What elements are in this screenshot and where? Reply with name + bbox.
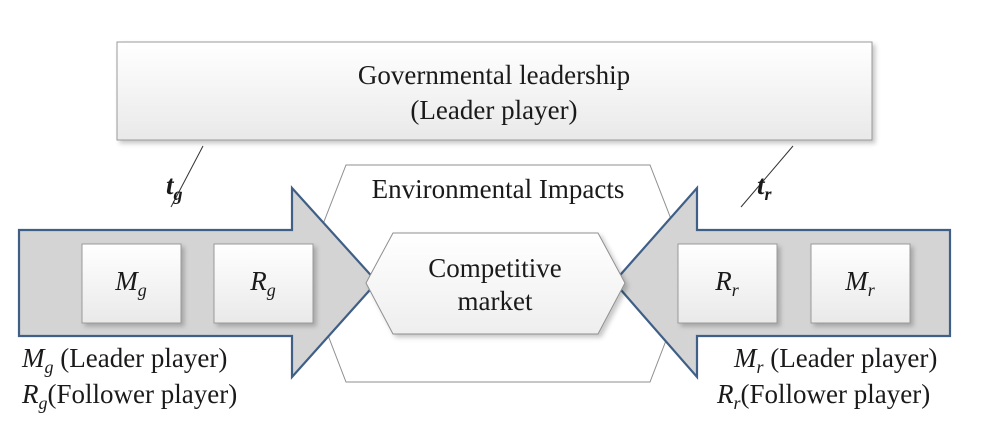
leader-box-line2: (Leader player) (410, 95, 577, 125)
retailer-g-box: Rg (213, 243, 314, 324)
competitive-label: Competitive (428, 253, 562, 283)
competitive-market-hexagon: Competitive market (365, 232, 626, 335)
tax-g-label: tg (166, 170, 183, 204)
right-caption-follower: Rr(Follower player) (716, 379, 930, 413)
tax-r-connector-line (740, 145, 794, 208)
right-player-arrow (612, 185, 952, 380)
retailer-r-box: Rr (677, 243, 778, 324)
left-caption-follower: Rg(Follower player) (21, 379, 237, 413)
retailer-g-label: Rg (249, 266, 276, 300)
tax-g-connector-line (170, 145, 204, 208)
leader-box-line1: Governmental leadership (358, 60, 630, 90)
tax-r-label: tr (757, 170, 773, 204)
right-caption-leader: Mr (Leader player) (733, 343, 937, 377)
market-label: market (458, 286, 533, 316)
left-player-arrow (17, 185, 379, 380)
manufacturer-r-box: Mr (810, 243, 911, 324)
manufacturer-r-label: Mr (844, 266, 876, 300)
manufacturer-g-box: Mg (81, 243, 182, 324)
manufacturer-g-label: Mg (114, 266, 147, 300)
governmental-leadership-box: Governmental leadership (Leader player) (116, 41, 873, 141)
retailer-r-label: Rr (714, 266, 740, 300)
environmental-impacts-label: Environmental Impacts (372, 174, 625, 204)
left-caption-leader: Mg (Leader player) (21, 343, 227, 377)
